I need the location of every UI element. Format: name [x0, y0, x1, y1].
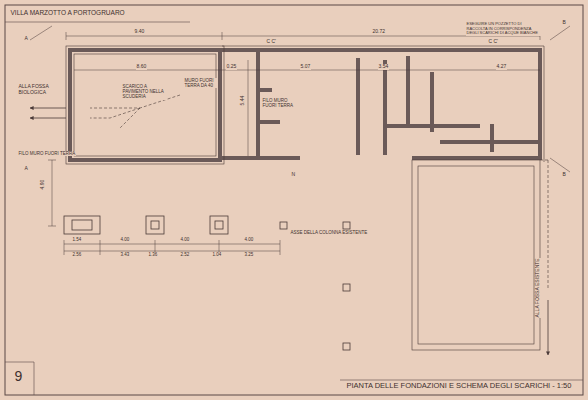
annotation: 2.56 [72, 252, 82, 257]
footing-outline [544, 46, 545, 162]
foundation-wall [430, 72, 434, 132]
foundation-wall [220, 50, 540, 158]
sheet-frame [34, 362, 35, 395]
dimension-line [66, 32, 67, 40]
foundation-wall [406, 56, 410, 128]
annotation: FILO MURO FUORI TERRA [262, 98, 297, 108]
annotation: 20.72 [372, 29, 386, 35]
annotation: 9.40 [134, 29, 145, 35]
annotation: 0.25 [226, 64, 237, 70]
footing-outline [412, 160, 540, 350]
pier-footing [343, 222, 350, 229]
drain-line [548, 160, 549, 290]
annotation: 4.00 [244, 237, 254, 242]
annotation: A [24, 166, 28, 172]
sheet-number: 9 [14, 368, 23, 384]
sheet-frame [5, 22, 190, 23]
pier-footing [146, 216, 164, 234]
annotation: 4.00 [120, 237, 130, 242]
dimension-line [30, 26, 570, 255]
annotation: 1.54 [72, 237, 82, 242]
sheet-frame [5, 362, 34, 363]
foundation-wall [356, 58, 360, 155]
dimension-line [100, 240, 101, 255]
dimension-line [64, 240, 65, 255]
pier-footing [343, 343, 350, 350]
annotation: 3.54 [378, 64, 389, 70]
dimension-line [550, 26, 570, 40]
dimension-line [64, 244, 280, 245]
footing-outline [74, 54, 216, 156]
pier-footing [280, 222, 287, 229]
pier-footing [343, 284, 350, 291]
pier-footing [210, 216, 228, 234]
pier-footing [64, 216, 350, 350]
annotation: FILO MURO FUORI TERRA [18, 151, 76, 156]
dimension-line [30, 26, 52, 40]
footing-outline [66, 46, 544, 350]
dimension-line [248, 60, 249, 156]
dimension-line [52, 160, 53, 226]
dimension-line [280, 240, 281, 255]
annotation: A [24, 36, 28, 42]
dimension-line [48, 226, 56, 227]
annotation: C C' [266, 39, 277, 45]
annotation: MURO FUORI TERRA DA 40 [184, 78, 217, 88]
drain-line [90, 95, 548, 290]
annotation: ALLA FOSSA BIOLOGICA [18, 84, 53, 96]
annotation: 4.90 [40, 179, 46, 190]
annotation: 4.27 [496, 64, 507, 70]
foundation-wall [490, 124, 494, 152]
annotation: B [562, 172, 566, 178]
annotation: B [562, 20, 566, 26]
annotation: ALLA FOSSA ESISTENTE [535, 258, 541, 318]
annotation: N [291, 172, 296, 178]
annotation: 3.43 [120, 252, 130, 257]
drain-arrow [30, 118, 66, 119]
sheet-caption: PIANTA DELLE FONDAZIONI E SCHEMA DEGLI S… [346, 382, 572, 391]
annotation: 2.52 [180, 252, 190, 257]
annotation: 4.00 [180, 237, 190, 242]
dimension-line [48, 160, 56, 161]
annotation: 1.04 [212, 252, 222, 257]
foundation-wall [383, 60, 387, 155]
foundation-wall [258, 120, 280, 124]
dimension-line [550, 158, 570, 172]
annotation: SCARICO A PAVIMENTO NELLA SCUDERIA [122, 84, 167, 100]
footing-outline [418, 166, 534, 344]
drain-line [120, 108, 140, 128]
drain-line [540, 160, 548, 161]
foundation-wall [256, 50, 260, 156]
drain-arrow [30, 108, 66, 109]
sheet-frame [5, 5, 583, 395]
drawing-title: VILLA MARZOTTO A PORTOGRUARO [10, 9, 125, 16]
annotation: ESEGUIRE UN POZZETTO DI RACCOLTA IN CORR… [466, 22, 541, 36]
annotation: 8.60 [136, 64, 147, 70]
drain-arrow [548, 300, 549, 355]
footing-outline [222, 46, 544, 47]
pier-footing [64, 216, 100, 234]
annotation: ASSE DELLA COLONNA ESISTENTE [290, 230, 368, 235]
annotation: 5.07 [300, 64, 311, 70]
foundation-wall [70, 50, 220, 160]
drain-line [90, 108, 140, 118]
annotation: 5.44 [240, 95, 246, 106]
foundation-wall [385, 124, 480, 128]
pier-footing [151, 221, 159, 229]
foundation-wall [220, 156, 300, 160]
foundation-wall [70, 50, 540, 160]
sheet-frame [340, 380, 583, 381]
foundation-wall [258, 88, 272, 92]
footing-outline [66, 46, 224, 164]
sheet-frame [5, 5, 583, 395]
dimension-line [222, 32, 223, 40]
annotation: 1.36 [148, 252, 158, 257]
annotation: 3.25 [244, 252, 254, 257]
pier-footing [215, 221, 223, 229]
annotation: C C' [488, 39, 499, 45]
drain-arrow [30, 108, 548, 355]
pier-footing [72, 220, 92, 230]
